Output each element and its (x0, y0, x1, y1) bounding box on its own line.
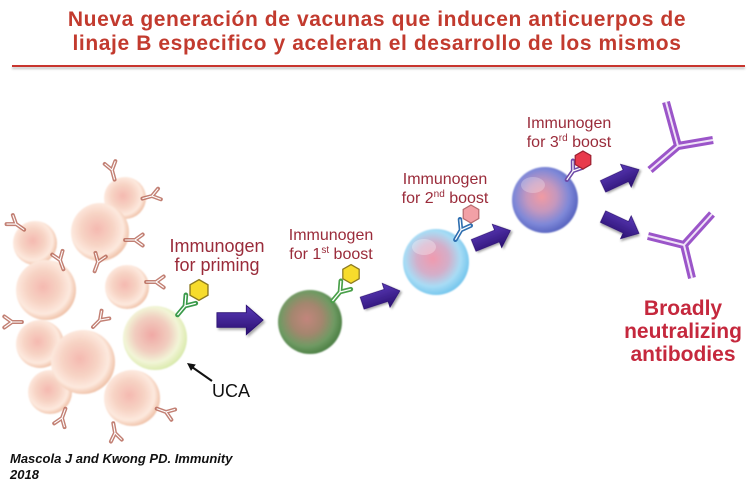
naive-b-cell-pool (13, 177, 160, 426)
bnab-lower-gap (647, 213, 713, 279)
title-rule (12, 65, 745, 67)
label-third-boost-superscript: rd (559, 133, 568, 144)
second-boost-cell-body (403, 229, 469, 295)
uca-pointer-line (191, 366, 213, 382)
arrow-boost1-to-boost2 (357, 278, 405, 316)
label-first-boost-suffix: boost (329, 246, 373, 263)
bnab-antibody-upper (647, 100, 714, 174)
third-boost-immunogen-hexagon (574, 150, 592, 170)
pale-antibody (87, 308, 112, 333)
arrow-boost3-to-antibody-lower (597, 204, 645, 246)
result-label-line2: neutralizing (624, 320, 742, 343)
uca-pointer-arrowhead (187, 363, 196, 371)
label-third-boost-line1: Immunogen (527, 115, 612, 132)
label-first-boost-superscript: st (321, 245, 329, 256)
label-third-boost-line2: for 3rd boost (527, 133, 612, 151)
second-boost-immunogen-hexagon (462, 204, 480, 224)
first-boost-bcr-receptor (328, 281, 351, 305)
label-first-boost-line2: for 1st boost (289, 245, 373, 263)
label-second-boost-prefix: for 2 (402, 190, 434, 207)
bnab-antibody-lower (647, 211, 715, 279)
pale-b-cell (51, 330, 115, 394)
label-third-boost-prefix: for 3 (527, 134, 559, 151)
slide-title: Nueva generación de vacunas que inducen … (0, 8, 754, 56)
uca-label: UCA (212, 381, 250, 401)
result-label-line1: Broadly (644, 297, 723, 320)
pale-b-cell (13, 221, 57, 265)
third-boost-cell-highlight (521, 177, 545, 193)
bnab-upper-gap (649, 101, 714, 171)
pale-b-cell (105, 265, 149, 309)
third-boost-cell-body (512, 167, 578, 233)
citation-line2: 2018 (10, 467, 39, 482)
pale-b-cell (104, 370, 160, 426)
uca-pointer (187, 363, 213, 382)
result-label-line3: antibodies (630, 343, 735, 366)
first-boost-b-cell (278, 263, 360, 354)
pale-antibody (105, 420, 124, 444)
uca-bcr-receptor (173, 295, 196, 319)
label-third-boost-suffix: boost (568, 134, 612, 151)
second-boost-cell-highlight (412, 239, 436, 255)
label-first-boost-prefix: for 1 (289, 246, 321, 263)
citation: Mascola J and Kwong PD. Immunity 2018 (10, 451, 232, 483)
label-second-boost-line1: Immunogen (403, 171, 488, 188)
arrow-priming-to-boost1 (216, 304, 264, 336)
pale-antibody (102, 159, 122, 183)
arrow-boost3-to-antibody-upper (597, 157, 645, 199)
third-boost-b-cell (512, 150, 592, 233)
uca-b-cell (123, 278, 209, 370)
title-line-2: linaje B especifico y aceleran el desarr… (72, 32, 682, 55)
first-boost-immunogen-hexagon (342, 263, 360, 285)
label-second-boost-superscript: nd (434, 189, 445, 200)
priming-immunogen-hexagon (189, 278, 209, 302)
label-priming-line1: Immunogen (169, 236, 264, 256)
second-boost-b-cell (403, 204, 480, 295)
label-second-boost-line2: for 2nd boost (402, 189, 489, 207)
pale-b-cell (16, 260, 76, 320)
citation-line1: Mascola J and Kwong PD. Immunity (10, 451, 233, 466)
bnab-upper-shape (647, 100, 714, 174)
label-first-boost-line1: Immunogen (289, 227, 374, 244)
first-boost-cell-body (278, 290, 342, 354)
pale-antibody (2, 314, 24, 330)
pale-b-cell (71, 203, 129, 261)
arrow-boost2-to-boost3 (468, 218, 516, 258)
uca-cell-body (123, 306, 187, 370)
label-priming-line2: for priming (174, 255, 259, 275)
title-line-1: Nueva generación de vacunas que inducen … (67, 8, 687, 31)
label-second-boost-suffix: boost (445, 190, 489, 207)
